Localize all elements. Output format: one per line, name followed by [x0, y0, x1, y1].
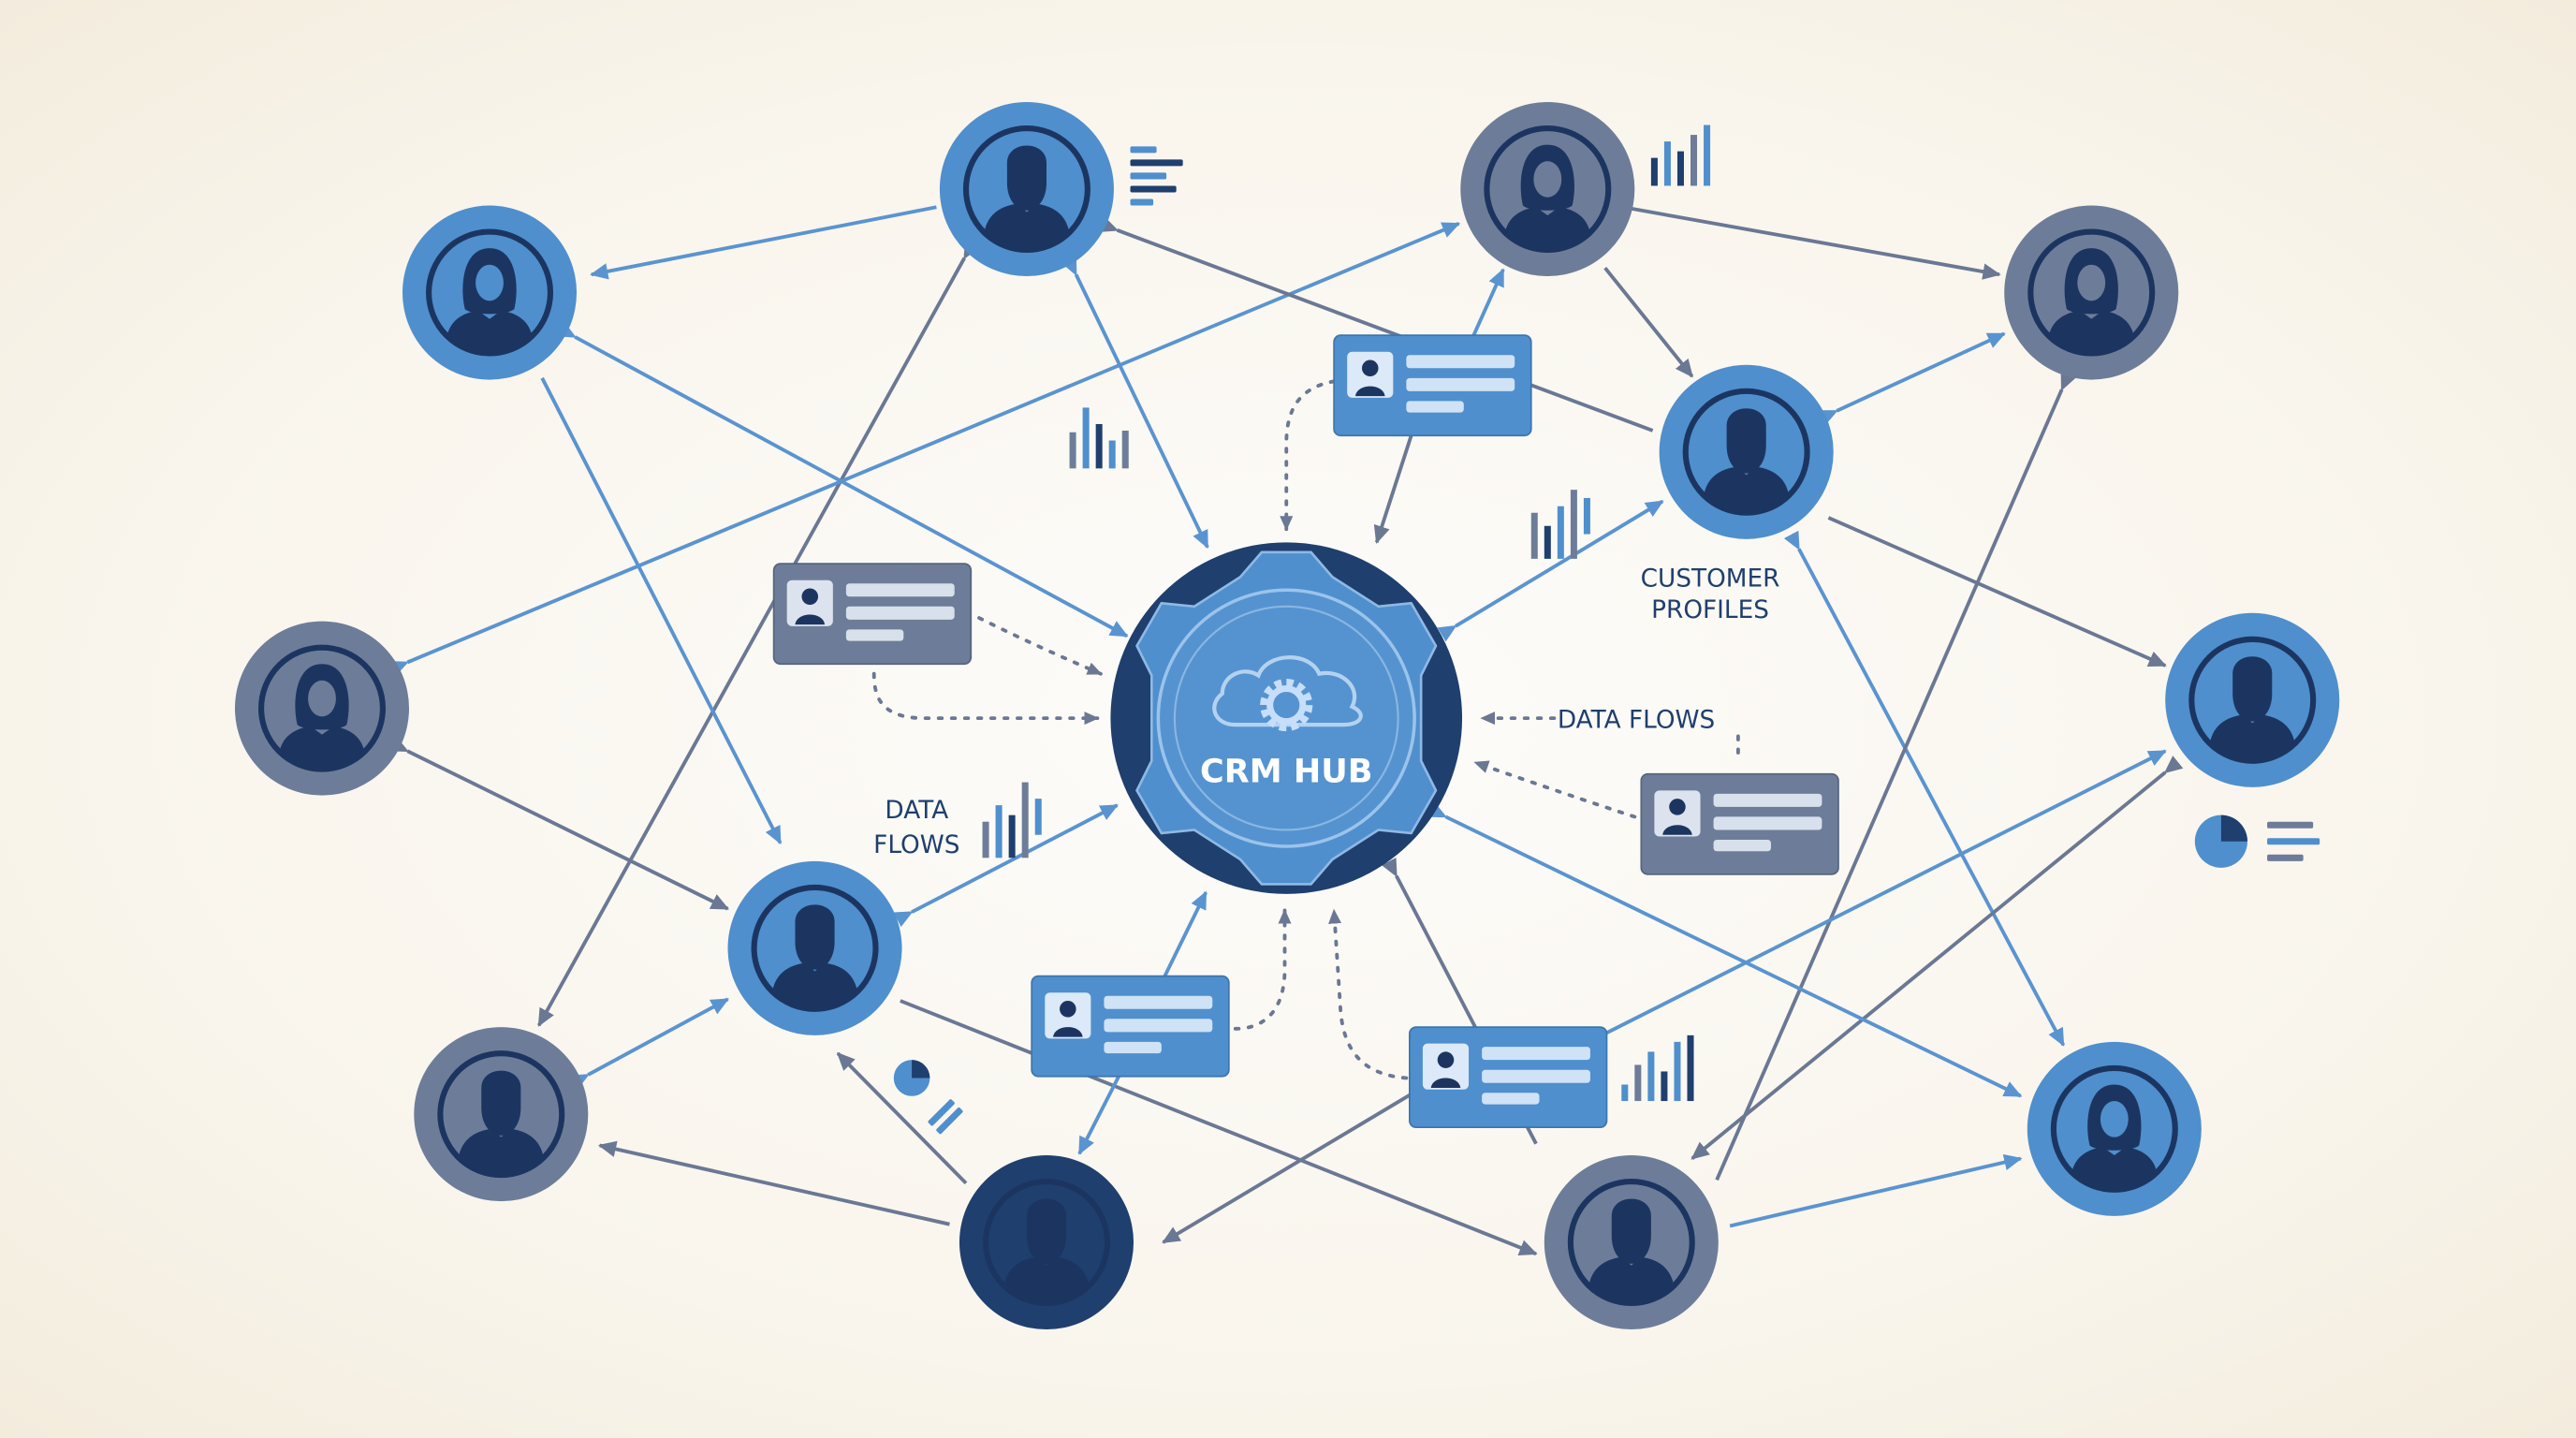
customer-profiles-label: PROFILES [1651, 596, 1769, 624]
dotted-arrow [1328, 908, 1409, 1080]
arrow [1427, 801, 2023, 1098]
profile-card[interactable] [1409, 1026, 1608, 1129]
data-flows-label: DATA [885, 797, 948, 825]
customer-nodes [234, 101, 2340, 1330]
gear-icon [1260, 679, 1313, 732]
arrow [1437, 499, 1664, 642]
customer-node[interactable] [2165, 612, 2340, 787]
arrow [893, 803, 1120, 928]
dotted-arrow [871, 671, 1100, 726]
dotted-arrow [1280, 379, 1337, 532]
data-flows-label: FLOWS [873, 831, 959, 859]
dotted-arrow [1233, 908, 1292, 1031]
customer-node[interactable] [727, 860, 902, 1035]
arrow [388, 222, 1461, 677]
labels: CUSTOMER PROFILES DATA FLOWS DATA FLOWS [873, 565, 1779, 859]
customer-node[interactable] [1659, 364, 1834, 539]
customer-node[interactable] [959, 1154, 1134, 1330]
bar-chart-icon [1650, 125, 1711, 186]
data-flows-label: DATA FLOWS [1558, 707, 1715, 735]
customer-node[interactable] [2004, 205, 2179, 380]
arrow [1818, 331, 2006, 426]
customer-profiles-label: CUSTOMER [1641, 565, 1780, 594]
arrow [1373, 434, 1413, 544]
dotted-arrow [1473, 760, 1637, 819]
customer-node[interactable] [1544, 1154, 1719, 1330]
bar-chart-icon [1069, 407, 1129, 469]
arrow [900, 999, 1538, 1256]
arrow [1729, 1153, 2023, 1228]
arrow [388, 736, 730, 911]
arrow [597, 1140, 950, 1226]
arrow [1162, 1089, 1417, 1244]
profile-card[interactable] [1640, 772, 1839, 875]
profile-card[interactable] [1333, 334, 1532, 437]
customer-node[interactable] [234, 621, 410, 796]
customer-node[interactable] [1460, 101, 1635, 276]
arrow [1603, 267, 1694, 378]
arrow [1077, 1068, 1124, 1155]
bar-chart-icon [982, 782, 1042, 858]
hub-label: CRM HUB [1200, 753, 1373, 791]
arrow [836, 1051, 968, 1185]
bar-chart-icon [1621, 1034, 1694, 1102]
cloud-icon [1212, 655, 1363, 727]
crm-hub: CRM HUB [1110, 542, 1463, 894]
arrow [1471, 268, 1505, 336]
customer-node[interactable] [939, 101, 1114, 276]
customer-node[interactable] [414, 1027, 589, 1202]
arrow [590, 205, 937, 280]
arrow [1622, 205, 2001, 280]
profile-card[interactable] [772, 563, 973, 666]
dotted-arrow [977, 616, 1103, 676]
profile-card[interactable] [1031, 975, 1230, 1078]
profile-cards [772, 334, 1839, 1129]
customer-node[interactable] [402, 205, 578, 380]
horizontal-bars-icon [1130, 146, 1183, 206]
mini-charts [893, 125, 2320, 1135]
customer-node[interactable] [2027, 1041, 2202, 1216]
arrow [1061, 256, 1209, 550]
arrow [1098, 216, 1654, 433]
arrow [1161, 890, 1208, 981]
pie-chart-icon [2194, 814, 2320, 868]
dotted-data-flows [871, 379, 1740, 1080]
arrow [569, 997, 730, 1091]
pie-chart-icon [893, 1060, 963, 1135]
bar-chart-icon [1530, 490, 1590, 559]
connection-arrows [388, 205, 2184, 1256]
arrow [540, 376, 783, 845]
